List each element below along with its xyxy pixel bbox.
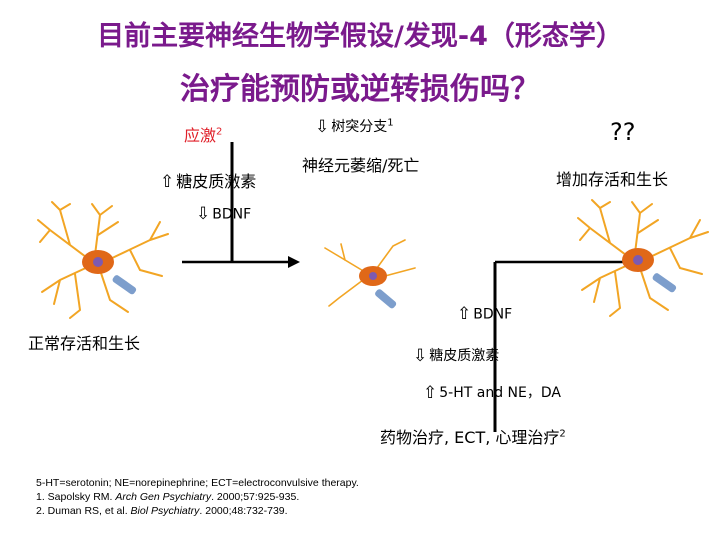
healthy-neuron-left <box>37 201 169 319</box>
restored-neuron-right <box>577 199 709 317</box>
glucocorticoid-up-label: ⇧糖皮质激素 <box>160 172 257 192</box>
down-arrow-icon: ⇩ <box>413 345 428 366</box>
main-arrow-head <box>288 256 300 268</box>
bdnf-up-label: ⇧BDNF <box>457 304 513 324</box>
reference-1: 1. Sapolsky RM. Arch Gen Psychiatry. 200… <box>36 491 300 503</box>
neuron-atrophy-label: 神经元萎缩/死亡 <box>302 156 420 175</box>
up-arrow-icon: ⇧ <box>457 304 472 324</box>
down-arrow-icon: ⇩ <box>196 204 211 224</box>
normal-survival-label: 正常存活和生长 <box>28 334 141 353</box>
up-arrow-icon: ⇧ <box>423 382 438 403</box>
atrophic-neuron-middle <box>324 239 416 309</box>
up-arrow-icon: ⇧ <box>160 172 175 192</box>
down-arrow-icon: ⇩ <box>315 116 330 137</box>
footnotes: 5-HT=serotonin; NE=norepinephrine; ECT=e… <box>36 476 359 518</box>
dendrite-branch-label: ⇩树突分支1 <box>315 116 394 137</box>
title-line-1: 目前主要神经生物学假设/发现-4（形态学） <box>97 21 623 52</box>
serotonin-ne-label: ⇧5-HT and NE，DA <box>423 382 561 403</box>
increase-survival-label: 增加存活和生长 <box>556 170 669 189</box>
question-marks: ?? <box>610 118 636 146</box>
treatments-label: 药物治疗, ECT, 心理治疗2 <box>380 428 566 447</box>
stress-label: 应激2 <box>184 126 223 145</box>
glucocorticoid-down-label: ⇩糖皮质激素 <box>413 345 500 366</box>
bdnf-down-label: ⇩BDNF <box>196 204 252 224</box>
reference-2: 2. Duman RS, et al. Biol Psychiatry. 200… <box>36 505 288 517</box>
abbreviations-note: 5-HT=serotonin; NE=norepinephrine; ECT=e… <box>36 477 359 489</box>
title-line-2: 治疗能预防或逆转损伤吗？ <box>180 72 540 107</box>
